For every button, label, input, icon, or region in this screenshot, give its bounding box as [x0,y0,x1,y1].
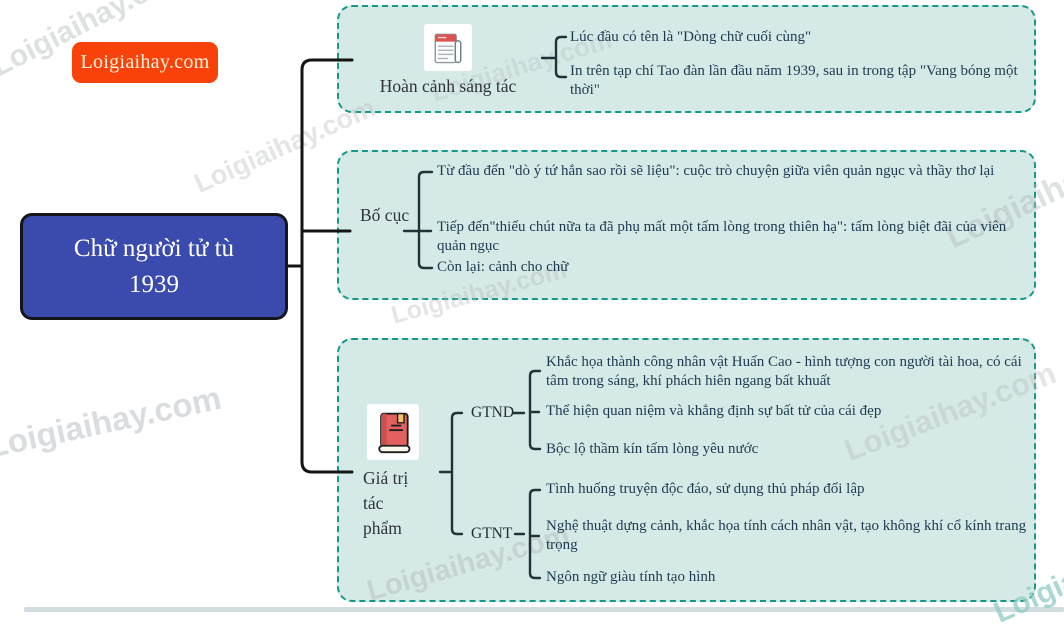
connector-lines [286,35,568,580]
branch-label-hoan-canh: Hoàn cảnh sáng tác [379,76,517,96]
branch-item: Còn lại: cảnh cho chữ [437,259,569,275]
branch-item: Tình huống truyện độc đáo, sử dụng thủ p… [546,481,865,497]
branch-item: In trên tạp chí Tao đàn lần đầu năm 1939… [570,63,1018,98]
branch-item: Từ đầu đến "dò ý tứ hắn sao rồi sẽ liệu"… [437,163,995,179]
root-node: Chữ người tử tù 1939 [20,213,288,320]
bottom-strip [24,607,1064,612]
group-label-gtnd: GTND [471,404,515,421]
branch-item: Ngôn ngữ giàu tính tạo hình [546,569,716,585]
branch-label-gia-tri: Giá trị tác phẩm [363,468,409,538]
site-logo[interactable]: Loigiaihay.com [72,42,218,83]
root-node-title-line1: Chữ người tử tù [73,234,235,262]
branch-item: Tiếp đến"thiếu chút nữa ta đã phụ mất mộ… [437,219,1007,254]
branch-item: Lúc đầu có tên là "Dòng chữ cuối cùng" [570,29,812,45]
group-label-gtnt: GTNT [471,525,513,542]
branch-label-bo-cuc: Bố cục [360,205,410,225]
book-icon [367,404,419,460]
branch-box-gia-tri [337,338,1036,602]
branch-box-bo-cuc [337,150,1036,300]
branch-item: Nghệ thuật dựng cảnh, khắc họa tính cách… [546,518,1027,553]
root-node-title-line2: 1939 [129,270,179,298]
branch-item: Bộc lộ thầm kín tấm lòng yêu nước [546,441,759,457]
site-logo-label: Loigiaihay.com [80,51,210,73]
newspaper-icon [424,24,472,71]
branch-item: Khắc họa thành công nhân vật Huấn Cao - … [546,354,1022,389]
branch-item: Thể hiện quan niệm và khẳng định sự bất … [546,403,882,419]
